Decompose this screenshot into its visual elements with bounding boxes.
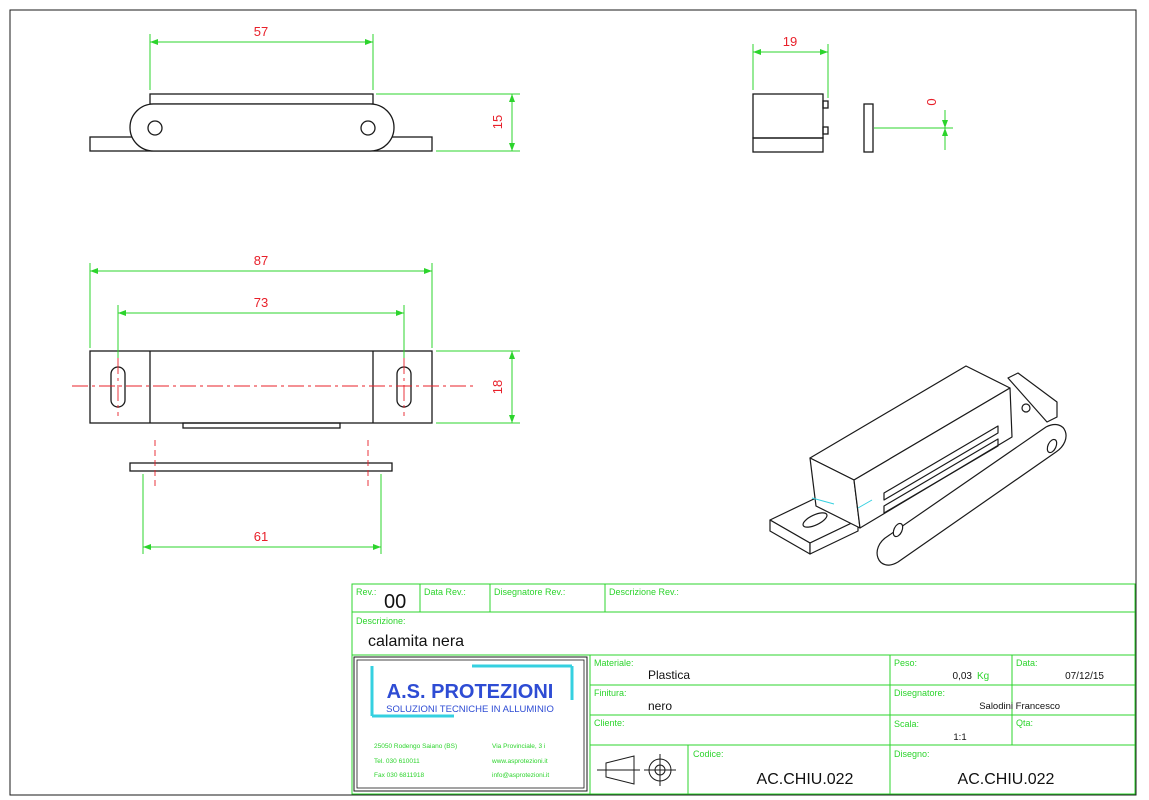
- data-rev-label: Data Rev.:: [424, 587, 466, 597]
- data-label: Data:: [1016, 658, 1038, 668]
- dim-61: [142, 474, 382, 554]
- peso-label: Peso:: [894, 658, 917, 668]
- rev-label: Rev.:: [356, 587, 376, 597]
- dim-87-text: 87: [254, 253, 268, 268]
- company-logo: [353, 656, 588, 792]
- materiale-value: Plastica: [648, 668, 690, 682]
- dim-19: [752, 44, 829, 98]
- descrizione-rev-label: Descrizione Rev.:: [609, 587, 679, 597]
- dim-0: [874, 110, 953, 150]
- side-view: [752, 93, 874, 153]
- company-name: A.S. PROTEZIONI: [387, 681, 554, 703]
- company-tagline: SOLUZIONI TECNICHE IN ALLUMINIO: [386, 704, 554, 715]
- company-web: www.asprotezioni.it: [491, 758, 548, 765]
- title-block-grid: [351, 583, 1136, 795]
- disegno-value: AC.CHIU.022: [958, 771, 1055, 788]
- dim-73-text: 73: [254, 295, 268, 310]
- dim-18: [436, 350, 520, 424]
- qta-label: Qta:: [1016, 718, 1033, 728]
- codice-label: Codice:: [693, 749, 724, 759]
- company-fax: Fax 030 6811918: [374, 772, 424, 779]
- dim-18-text: 18: [490, 380, 505, 394]
- scala-label: Scala:: [894, 719, 919, 729]
- dim-57: [149, 34, 374, 90]
- projection-symbol-icon: [597, 754, 676, 786]
- dim-15-text: 15: [490, 115, 505, 129]
- peso-unit: Kg: [977, 671, 989, 682]
- finitura-value: nero: [648, 699, 672, 713]
- codice-value: AC.CHIU.022: [757, 771, 854, 788]
- top-view: [89, 93, 433, 152]
- company-email: info@asprotezioni.it: [492, 772, 549, 779]
- dim-73: [117, 305, 405, 358]
- data-value: 07/12/15: [1065, 671, 1104, 682]
- plate-view: [129, 462, 393, 472]
- company-city: 25050 Rodengo Saiano (BS): [374, 743, 457, 750]
- rev-value: 00: [384, 591, 406, 613]
- descrizione-label: Descrizione:: [356, 616, 406, 626]
- descrizione-value: calamita nera: [368, 633, 464, 650]
- front-view: [89, 350, 433, 429]
- disegnatore-rev-label: Disegnatore Rev.:: [494, 587, 565, 597]
- cliente-label: Cliente:: [594, 718, 625, 728]
- peso-value: 0,03: [953, 671, 973, 682]
- dim-0-text: 0: [924, 98, 939, 105]
- materiale-label: Materiale:: [594, 658, 634, 668]
- dim-61-text: 61: [254, 529, 268, 544]
- disegnatore-label: Disegnatore:: [894, 688, 945, 698]
- company-tel: Tel. 030 610011: [374, 758, 420, 765]
- dim-57-text: 57: [254, 24, 268, 39]
- scala-value: 1:1: [953, 732, 966, 743]
- isometric-accent-lines: [811, 497, 873, 509]
- disegno-label: Disegno:: [894, 749, 930, 759]
- dim-19-text: 19: [783, 34, 797, 49]
- isometric-view: [769, 365, 1067, 566]
- disegnatore-value: Salodini Francesco: [979, 701, 1060, 712]
- dim-15: [376, 93, 520, 152]
- finitura-label: Finitura:: [594, 688, 627, 698]
- dim-87: [89, 263, 433, 348]
- company-street: Via Provinciale, 3 i: [492, 743, 545, 750]
- front-view-centerlines: [72, 358, 476, 416]
- plate-centerlines: [154, 440, 369, 488]
- sheet-frame: [9, 9, 1137, 796]
